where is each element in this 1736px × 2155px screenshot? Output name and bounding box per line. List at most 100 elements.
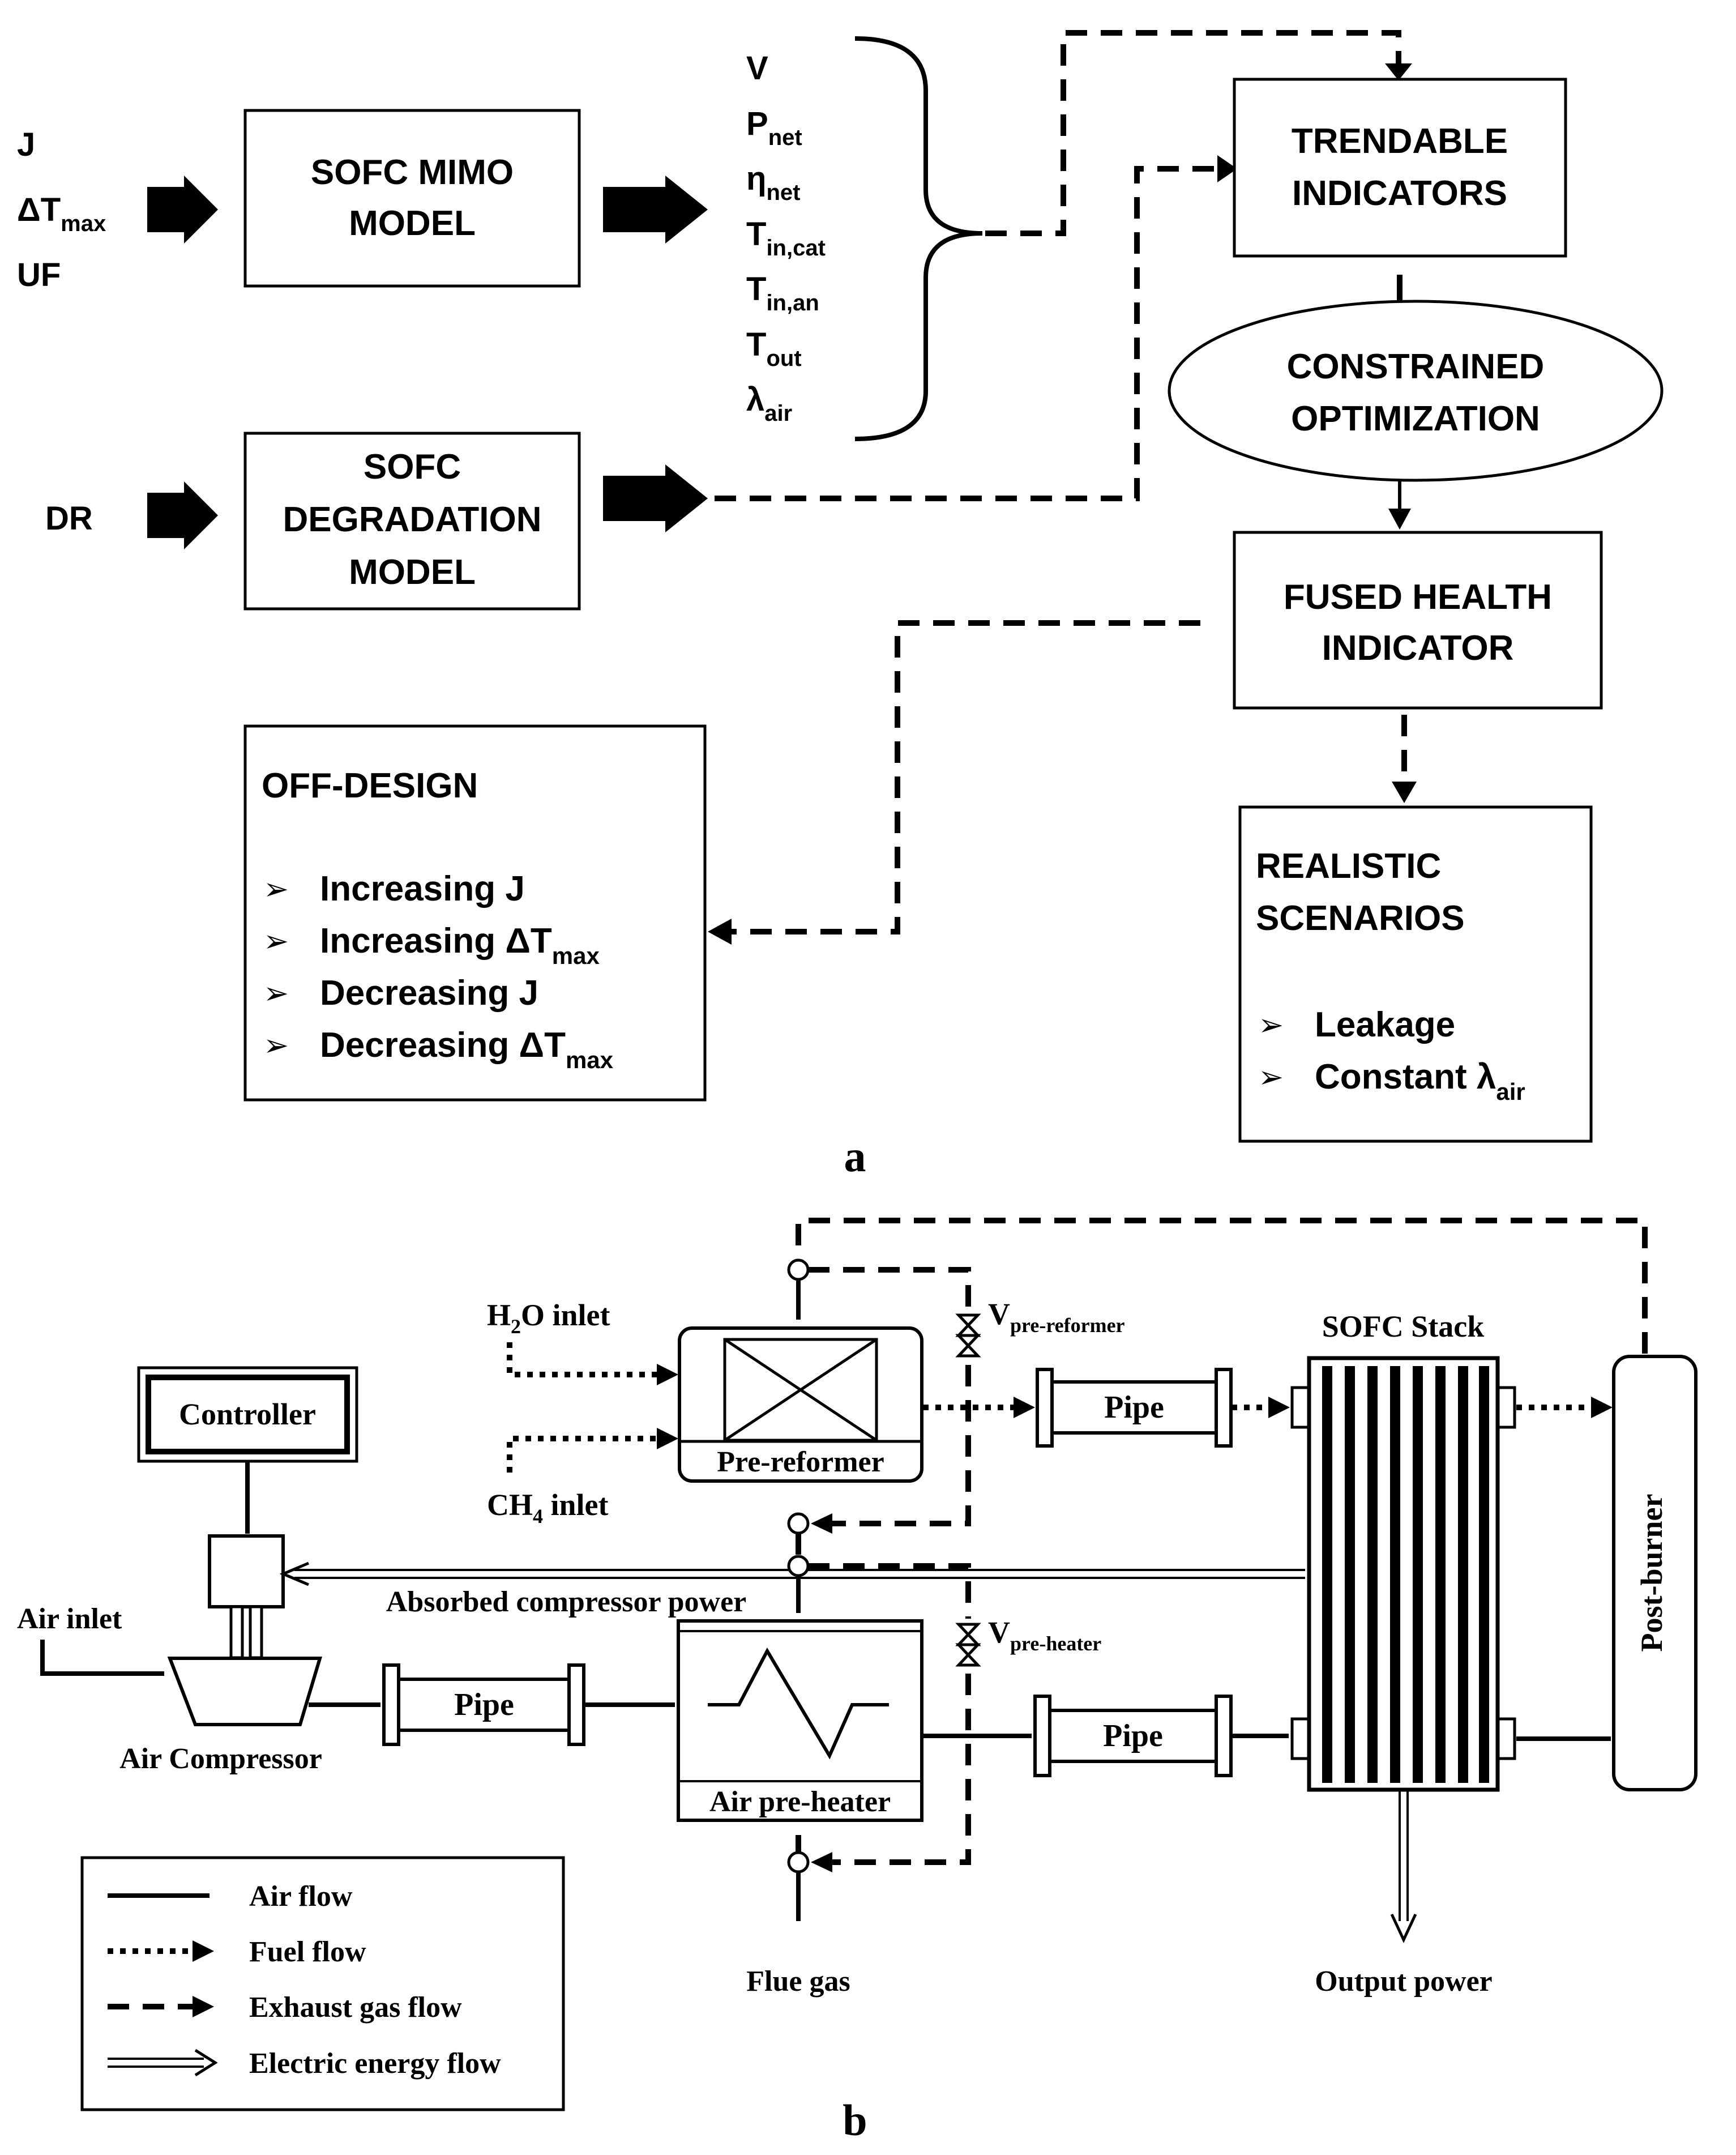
offdesign-bullet-3: ➢ xyxy=(263,976,289,1010)
offdesign-item-4: Decreasing ΔTmax xyxy=(320,1026,614,1073)
air-preheater-label: Air pre-heater xyxy=(709,1786,891,1818)
block-arrow-in-degradation xyxy=(147,481,218,549)
output-tincat: Tin,cat xyxy=(746,216,826,261)
trendable-line1: TRENDABLE xyxy=(1292,122,1508,161)
output-etanet: ηnet xyxy=(746,160,800,205)
realistic-item-1: Leakage xyxy=(1315,1005,1455,1044)
degr-line3: MODEL xyxy=(349,553,476,592)
h2o-inlet-label: H2O inlet xyxy=(487,1298,610,1338)
pipe-left xyxy=(397,1678,571,1732)
offdesign-bullet-1: ➢ xyxy=(263,872,289,906)
realistic-item-2: Constant λair xyxy=(1315,1057,1525,1105)
junction-top xyxy=(787,1258,810,1281)
junction-preheater-in xyxy=(787,1555,810,1577)
panel-a: J ΔTmax UF DR SOFC MIMO MODEL SOFC DEGRA… xyxy=(17,30,1664,1181)
post-burner-label: Post-burner xyxy=(1635,1494,1669,1652)
optimization-line2: OPTIMIZATION xyxy=(1291,399,1540,438)
pipe-bottom-label: Pipe xyxy=(1103,1718,1163,1753)
block-arrow-out-degradation xyxy=(603,464,708,532)
pipe-left-label: Pipe xyxy=(454,1687,514,1722)
valve-preheater-lower xyxy=(955,1643,981,1667)
air-inlet-line xyxy=(40,1640,165,1676)
v-prereformer-label: Vpre-reformer xyxy=(988,1297,1125,1337)
sofc-stack-label: SOFC Stack xyxy=(1322,1309,1485,1343)
sofc-stack-box xyxy=(1307,1356,1500,1792)
arrowhead-realistic xyxy=(1392,782,1417,803)
exhaust-to-valve-reformer xyxy=(808,1267,971,1308)
fused-to-offdesign-dashed xyxy=(729,620,1200,934)
degradation-to-trendable-dashed xyxy=(715,166,1224,501)
offdesign-item-1: Increasing J xyxy=(320,869,525,908)
legend-air-label: Air flow xyxy=(249,1880,353,1913)
input-dtmax: ΔTmax xyxy=(17,191,106,236)
block-arrow-in-mimo xyxy=(147,176,218,244)
input-uf: UF xyxy=(17,257,61,293)
realistic-scenarios-box xyxy=(1238,805,1593,1143)
panel-b: Vpre-reformer Pre-reformer H2O inlet CH4… xyxy=(17,1218,1697,2145)
offdesign-item-3: Decreasing J xyxy=(320,974,538,1013)
controller-box xyxy=(146,1375,350,1454)
controller-label: Controller xyxy=(179,1397,316,1431)
mimo-line2: MODEL xyxy=(349,204,476,243)
output-v: V xyxy=(746,50,768,87)
flue-gas-label: Flue gas xyxy=(746,1965,850,1998)
valve-prereformer-icon xyxy=(955,1313,981,1337)
pipe-bottom xyxy=(1048,1709,1218,1763)
realistic-title-2: SCENARIOS xyxy=(1256,899,1465,938)
optimization-line1: CONSTRAINED xyxy=(1287,347,1545,386)
output-tout: Tout xyxy=(746,326,802,371)
post-burner-box xyxy=(1612,1355,1697,1791)
realistic-title-1: REALISTIC xyxy=(1256,847,1441,886)
exhaust-to-valve-preheater xyxy=(808,1563,971,1619)
air-inlet-label: Air inlet xyxy=(17,1603,122,1635)
input-j: J xyxy=(17,126,35,163)
input-dr: DR xyxy=(45,500,93,537)
exhaust-top-loop xyxy=(796,1218,1648,1354)
panel-a-label: a xyxy=(844,1132,866,1181)
pipe-top-label: Pipe xyxy=(1104,1390,1164,1425)
output-power-label: Output power xyxy=(1315,1965,1492,1998)
arrowhead-reformer-return xyxy=(811,1513,832,1534)
sofc-degradation-model-box xyxy=(243,432,581,611)
junction-reformer-out xyxy=(787,1512,810,1535)
arrowhead-offdesign xyxy=(708,919,732,945)
compressor-shaft-right xyxy=(249,1605,263,1659)
preheater-coil xyxy=(708,1647,889,1760)
offdesign-title: OFF-DESIGN xyxy=(262,766,478,805)
arrowhead-trendable-left xyxy=(1217,155,1237,182)
v-preheater-label: Vpre-heater xyxy=(988,1615,1101,1655)
air-compressor-icon xyxy=(167,1657,323,1726)
off-design-box xyxy=(243,724,707,1102)
mimo-line1: SOFC MIMO xyxy=(311,153,514,192)
block-arrow-out-mimo xyxy=(603,176,708,244)
h2o-fuel-line xyxy=(507,1342,657,1377)
compressor-motor-box xyxy=(208,1534,285,1608)
pipe-top xyxy=(1050,1380,1218,1435)
degr-line1: SOFC xyxy=(364,447,461,487)
fused-line2: INDICATOR xyxy=(1322,629,1514,668)
offdesign-item-2: Increasing ΔTmax xyxy=(320,921,600,969)
constrained-optimization-ellipse xyxy=(1168,300,1664,482)
trendable-indicators-box xyxy=(1233,78,1567,258)
panel-b-label: b xyxy=(843,2096,867,2145)
brace-to-trendable-dashed xyxy=(985,30,1401,236)
compressor-shaft-left xyxy=(229,1605,244,1659)
trendable-line2: INDICATORS xyxy=(1292,174,1507,213)
output-pnet: Pnet xyxy=(746,105,802,150)
fused-line1: FUSED HEALTH xyxy=(1284,578,1552,617)
legend-exhaust-label: Exhaust gas flow xyxy=(249,1991,462,2024)
offdesign-bullet-2: ➢ xyxy=(263,924,289,958)
legend-fuel-label: Fuel flow xyxy=(249,1936,366,1968)
junction-preheater-out xyxy=(787,1851,810,1874)
prereformer-label: Pre-reformer xyxy=(717,1446,884,1478)
fused-health-indicator-box xyxy=(1233,531,1603,710)
absorbed-power-label: Absorbed compressor power xyxy=(386,1586,747,1618)
sofc-stack-plates xyxy=(1322,1366,1489,1783)
output-tinan: Tin,an xyxy=(746,271,819,315)
realistic-bullet-2: ➢ xyxy=(1258,1060,1284,1094)
air-compressor-label: Air Compressor xyxy=(119,1743,322,1775)
exhaust-preheater-return xyxy=(829,1674,971,1865)
sofc-mimo-model-box xyxy=(243,109,581,288)
degr-line2: DEGRADATION xyxy=(283,500,542,539)
